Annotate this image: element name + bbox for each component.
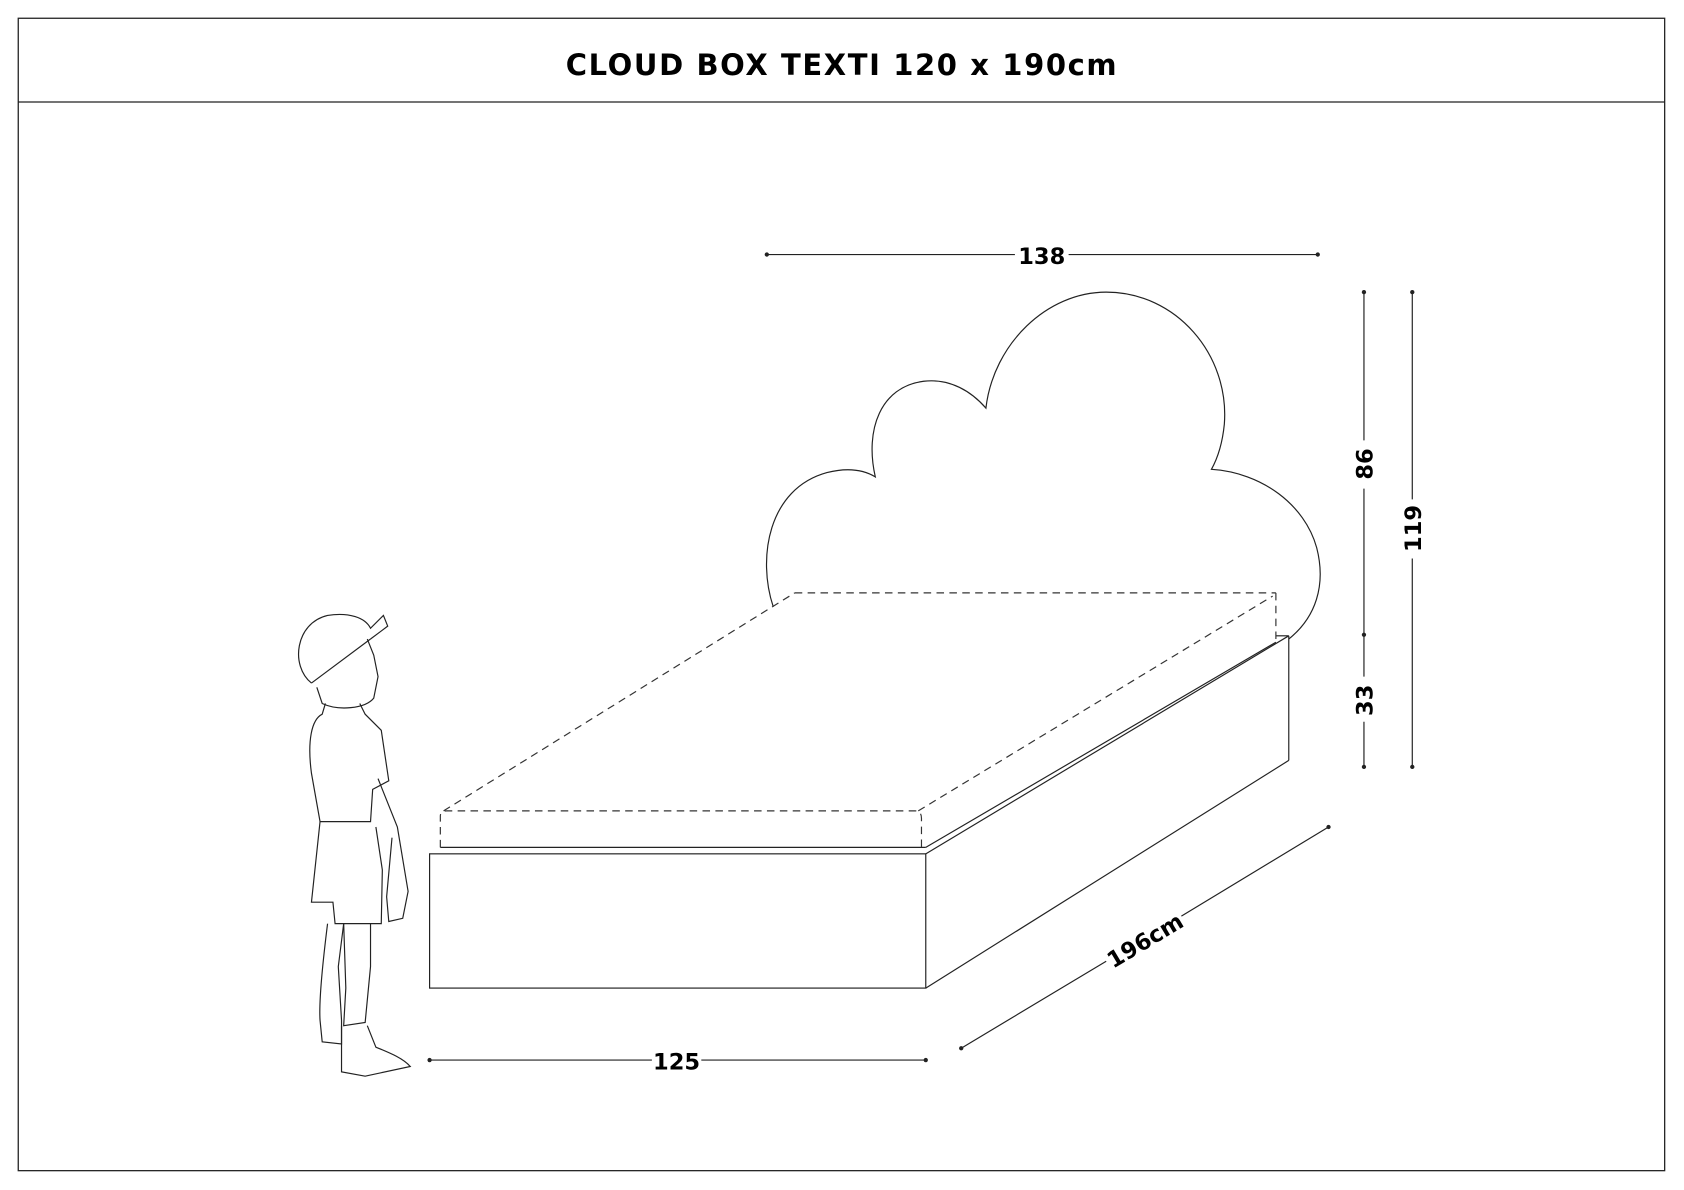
dimension-height-split: 86 33 xyxy=(1353,289,1379,769)
dimension-total-height: 119 xyxy=(1401,289,1427,769)
dimension-headboard-width: 138 xyxy=(764,244,1320,270)
dimension-width: 125 xyxy=(427,1050,928,1076)
mattress-outline xyxy=(439,592,1277,848)
dimension-label-138: 138 xyxy=(1018,244,1065,270)
dimension-label-196cm: 196cm xyxy=(1103,909,1188,975)
child-figure xyxy=(298,613,412,1077)
dimension-label-86: 86 xyxy=(1353,448,1379,479)
drawing-title: CLOUD BOX TEXTI 120 x 190cm xyxy=(566,48,1118,82)
bed-base xyxy=(429,635,1290,989)
drawing-border xyxy=(17,17,1666,1172)
dimension-label-119: 119 xyxy=(1401,505,1427,552)
dimension-label-33: 33 xyxy=(1353,685,1379,716)
dimension-label-125: 125 xyxy=(653,1050,700,1076)
cloud-headboard xyxy=(765,291,1321,640)
dimension-length: 196cm xyxy=(959,824,1331,1051)
